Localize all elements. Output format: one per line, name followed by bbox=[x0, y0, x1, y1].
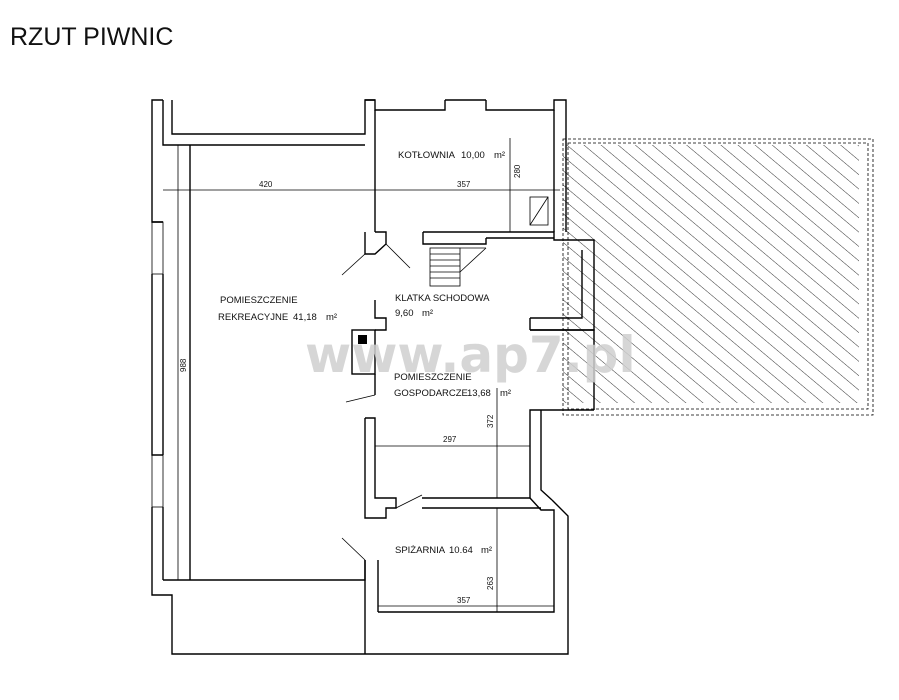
room-name-2: REKREACYJNE bbox=[218, 312, 288, 323]
room-area: 13,68 bbox=[467, 388, 491, 399]
room-area-unit: m² bbox=[481, 545, 492, 556]
room-label-gospodarcze: POMIESZCZENIE GOSPODARCZE 13,68 m² bbox=[394, 372, 511, 399]
terrace-hatched-area bbox=[562, 138, 874, 416]
room-name: KLATKA SCHODOWA bbox=[395, 293, 490, 304]
room-area-unit: m² bbox=[494, 150, 505, 161]
dimension-label: 280 bbox=[513, 164, 522, 178]
room-label-klatka: KLATKA SCHODOWA 9,60 m² bbox=[395, 293, 490, 319]
room-label-spizarnia: SPIŻARNIA 10.64 m² bbox=[395, 545, 492, 556]
room-area: 10.64 bbox=[449, 545, 473, 556]
room-name: KOTŁOWNIA bbox=[398, 150, 456, 161]
exterior-walls bbox=[151, 99, 594, 655]
interior-walls bbox=[351, 231, 595, 519]
room-name: POMIESZCZENIE bbox=[220, 295, 298, 306]
room-area-unit: m² bbox=[326, 312, 337, 323]
room-label-rekreacyjne: POMIESZCZENIE REKREACYJNE 41,18 m² bbox=[218, 295, 337, 323]
dimension-label: 988 bbox=[179, 358, 188, 372]
door-swings bbox=[341, 243, 423, 561]
plan-title: RZUT PIWNIC bbox=[10, 23, 173, 51]
dimension-lines bbox=[163, 138, 560, 612]
chimney bbox=[351, 329, 376, 375]
dimension-label: 357 bbox=[457, 180, 471, 189]
room-name-2: GOSPODARCZE bbox=[394, 388, 468, 399]
room-area-unit: m² bbox=[422, 308, 433, 319]
dimension-label: 357 bbox=[457, 596, 471, 605]
boiler-icon bbox=[529, 196, 549, 226]
dimension-label: 263 bbox=[486, 576, 495, 590]
room-name: POMIESZCZENIE bbox=[394, 372, 472, 383]
watermark: www.ap7.pl bbox=[305, 326, 636, 384]
staircase bbox=[429, 247, 487, 287]
room-area: 9,60 bbox=[395, 308, 414, 319]
room-area: 41,18 bbox=[293, 312, 317, 323]
dimension-label: 372 bbox=[486, 414, 495, 428]
room-name: SPIŻARNIA bbox=[395, 545, 446, 556]
room-area: 10,00 bbox=[461, 150, 485, 161]
dimension-label: 420 bbox=[259, 180, 273, 189]
chimney-flue-icon bbox=[358, 335, 367, 344]
room-area-unit: m² bbox=[500, 388, 511, 399]
dimension-label: 297 bbox=[443, 435, 457, 444]
room-label-kotlownia: KOTŁOWNIA 10,00 m² bbox=[398, 150, 505, 161]
